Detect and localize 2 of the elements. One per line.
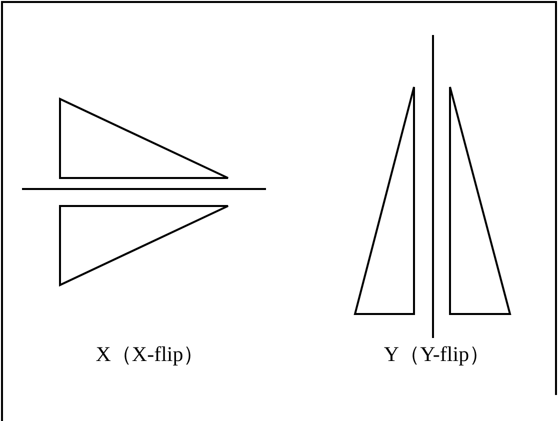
caption-label: X（X-flip） [96, 341, 204, 368]
caption-label: Y（Y-flip） [384, 341, 490, 368]
